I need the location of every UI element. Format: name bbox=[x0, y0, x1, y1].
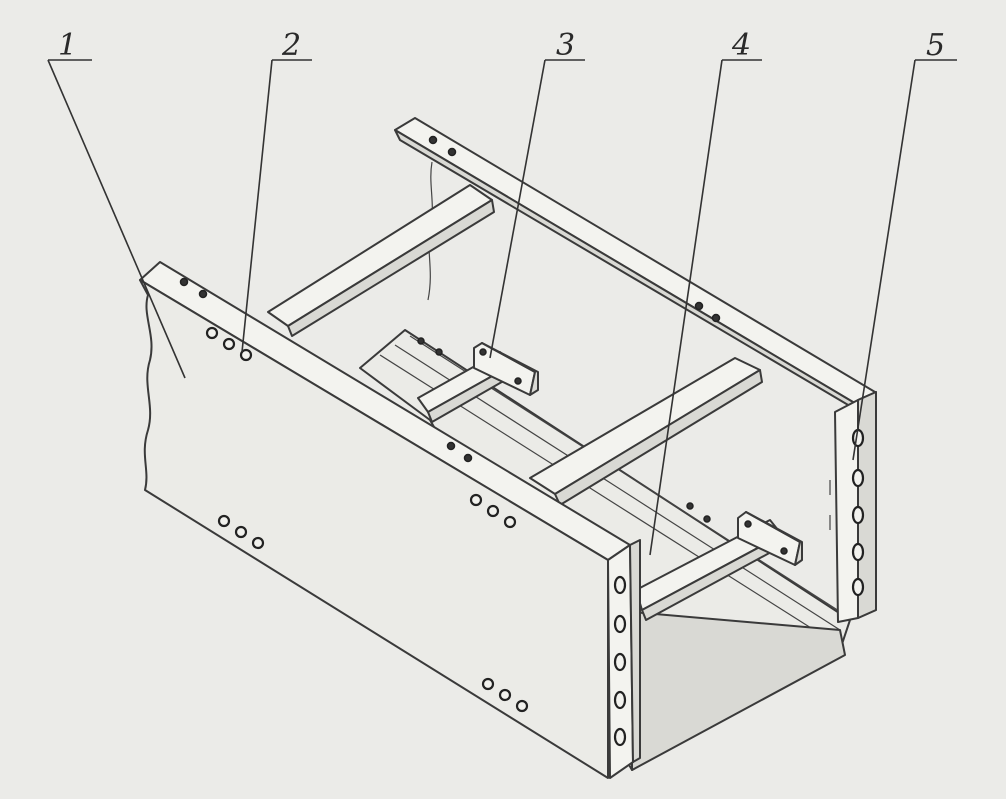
callout-leader-4 bbox=[649, 59, 762, 556]
callout-label-4: 4 bbox=[731, 28, 751, 63]
callout-label-3: 3 bbox=[556, 28, 575, 63]
back-rung bbox=[267, 184, 495, 337]
callout-label-2: 2 bbox=[281, 28, 301, 63]
back-side-rail bbox=[394, 117, 876, 413]
front-side-rail bbox=[139, 261, 631, 779]
end-plate-front bbox=[607, 539, 641, 779]
callout-label-5: 5 bbox=[926, 28, 945, 63]
front-rung bbox=[529, 357, 763, 506]
bracket-upper bbox=[417, 337, 539, 423]
callout-leader-3 bbox=[489, 59, 585, 359]
end-plate-back bbox=[829, 391, 877, 623]
callout-leader-1 bbox=[47, 59, 186, 379]
callout-leader-5 bbox=[852, 59, 957, 461]
callout-label-1: 1 bbox=[58, 28, 77, 63]
callout-leader-2 bbox=[241, 59, 312, 353]
